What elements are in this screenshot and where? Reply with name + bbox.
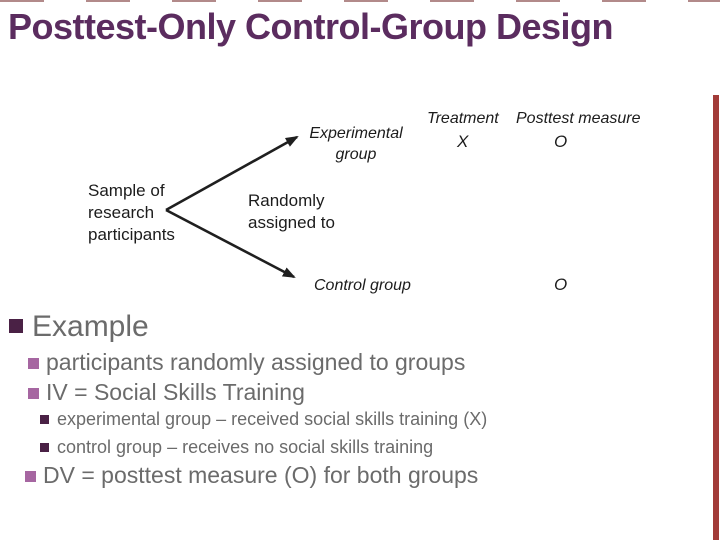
top-edge-dashes — [0, 0, 720, 2]
square-bullet-icon — [40, 443, 49, 452]
assign-label-line: assigned to — [248, 213, 335, 233]
list-item: control group – receives no social skill… — [40, 437, 433, 458]
list-item: IV = Social Skills Training — [28, 379, 305, 406]
sample-label: Sample of research participants — [88, 180, 175, 246]
square-bullet-icon — [25, 471, 36, 482]
assign-label-line: Randomly — [248, 191, 325, 210]
list-item: experimental group – received social ski… — [40, 409, 487, 430]
posttest-column-header: Posttest measure — [516, 110, 641, 127]
branch-arrows — [165, 135, 299, 279]
experimental-group-line: Experimental — [309, 125, 403, 142]
right-accent-bar — [713, 95, 719, 540]
sample-label-line: Sample of — [88, 181, 165, 200]
square-bullet-icon — [9, 319, 23, 333]
list-item: Example — [9, 310, 149, 344]
sample-label-line: research — [88, 203, 155, 223]
sample-label-line: participants — [88, 225, 175, 245]
randomly-assigned-label: Randomly assigned to — [248, 190, 335, 234]
control-group-label: Control group — [314, 277, 411, 294]
experimental-group-label: Experimental group — [308, 124, 404, 166]
arrow-to-control-group — [165, 208, 296, 279]
experimental-group-line: group — [335, 145, 377, 163]
list-item: DV = posttest measure (O) for both group… — [25, 462, 479, 489]
treatment-column-header: Treatment — [427, 110, 499, 127]
list-item-label: experimental group – received social ski… — [57, 409, 488, 429]
experimental-treatment-cell: X — [457, 132, 469, 151]
square-bullet-icon — [40, 415, 49, 424]
list-item-label: participants randomly assigned to groups — [46, 349, 466, 375]
arrow-to-experimental-group — [165, 135, 299, 212]
list-item-label: DV = posttest measure (O) for both group… — [43, 462, 479, 488]
control-posttest-cell: O — [554, 275, 568, 294]
list-item-label: control group – receives no social skill… — [57, 437, 434, 457]
square-bullet-icon — [28, 388, 39, 399]
list-item-label: IV = Social Skills Training — [46, 379, 305, 405]
list-item: participants randomly assigned to groups — [28, 349, 466, 376]
square-bullet-icon — [28, 358, 39, 369]
list-item-label: Example — [32, 310, 149, 343]
experimental-posttest-cell: O — [554, 132, 568, 151]
slide-title: Posttest-Only Control-Group Design — [8, 6, 614, 47]
